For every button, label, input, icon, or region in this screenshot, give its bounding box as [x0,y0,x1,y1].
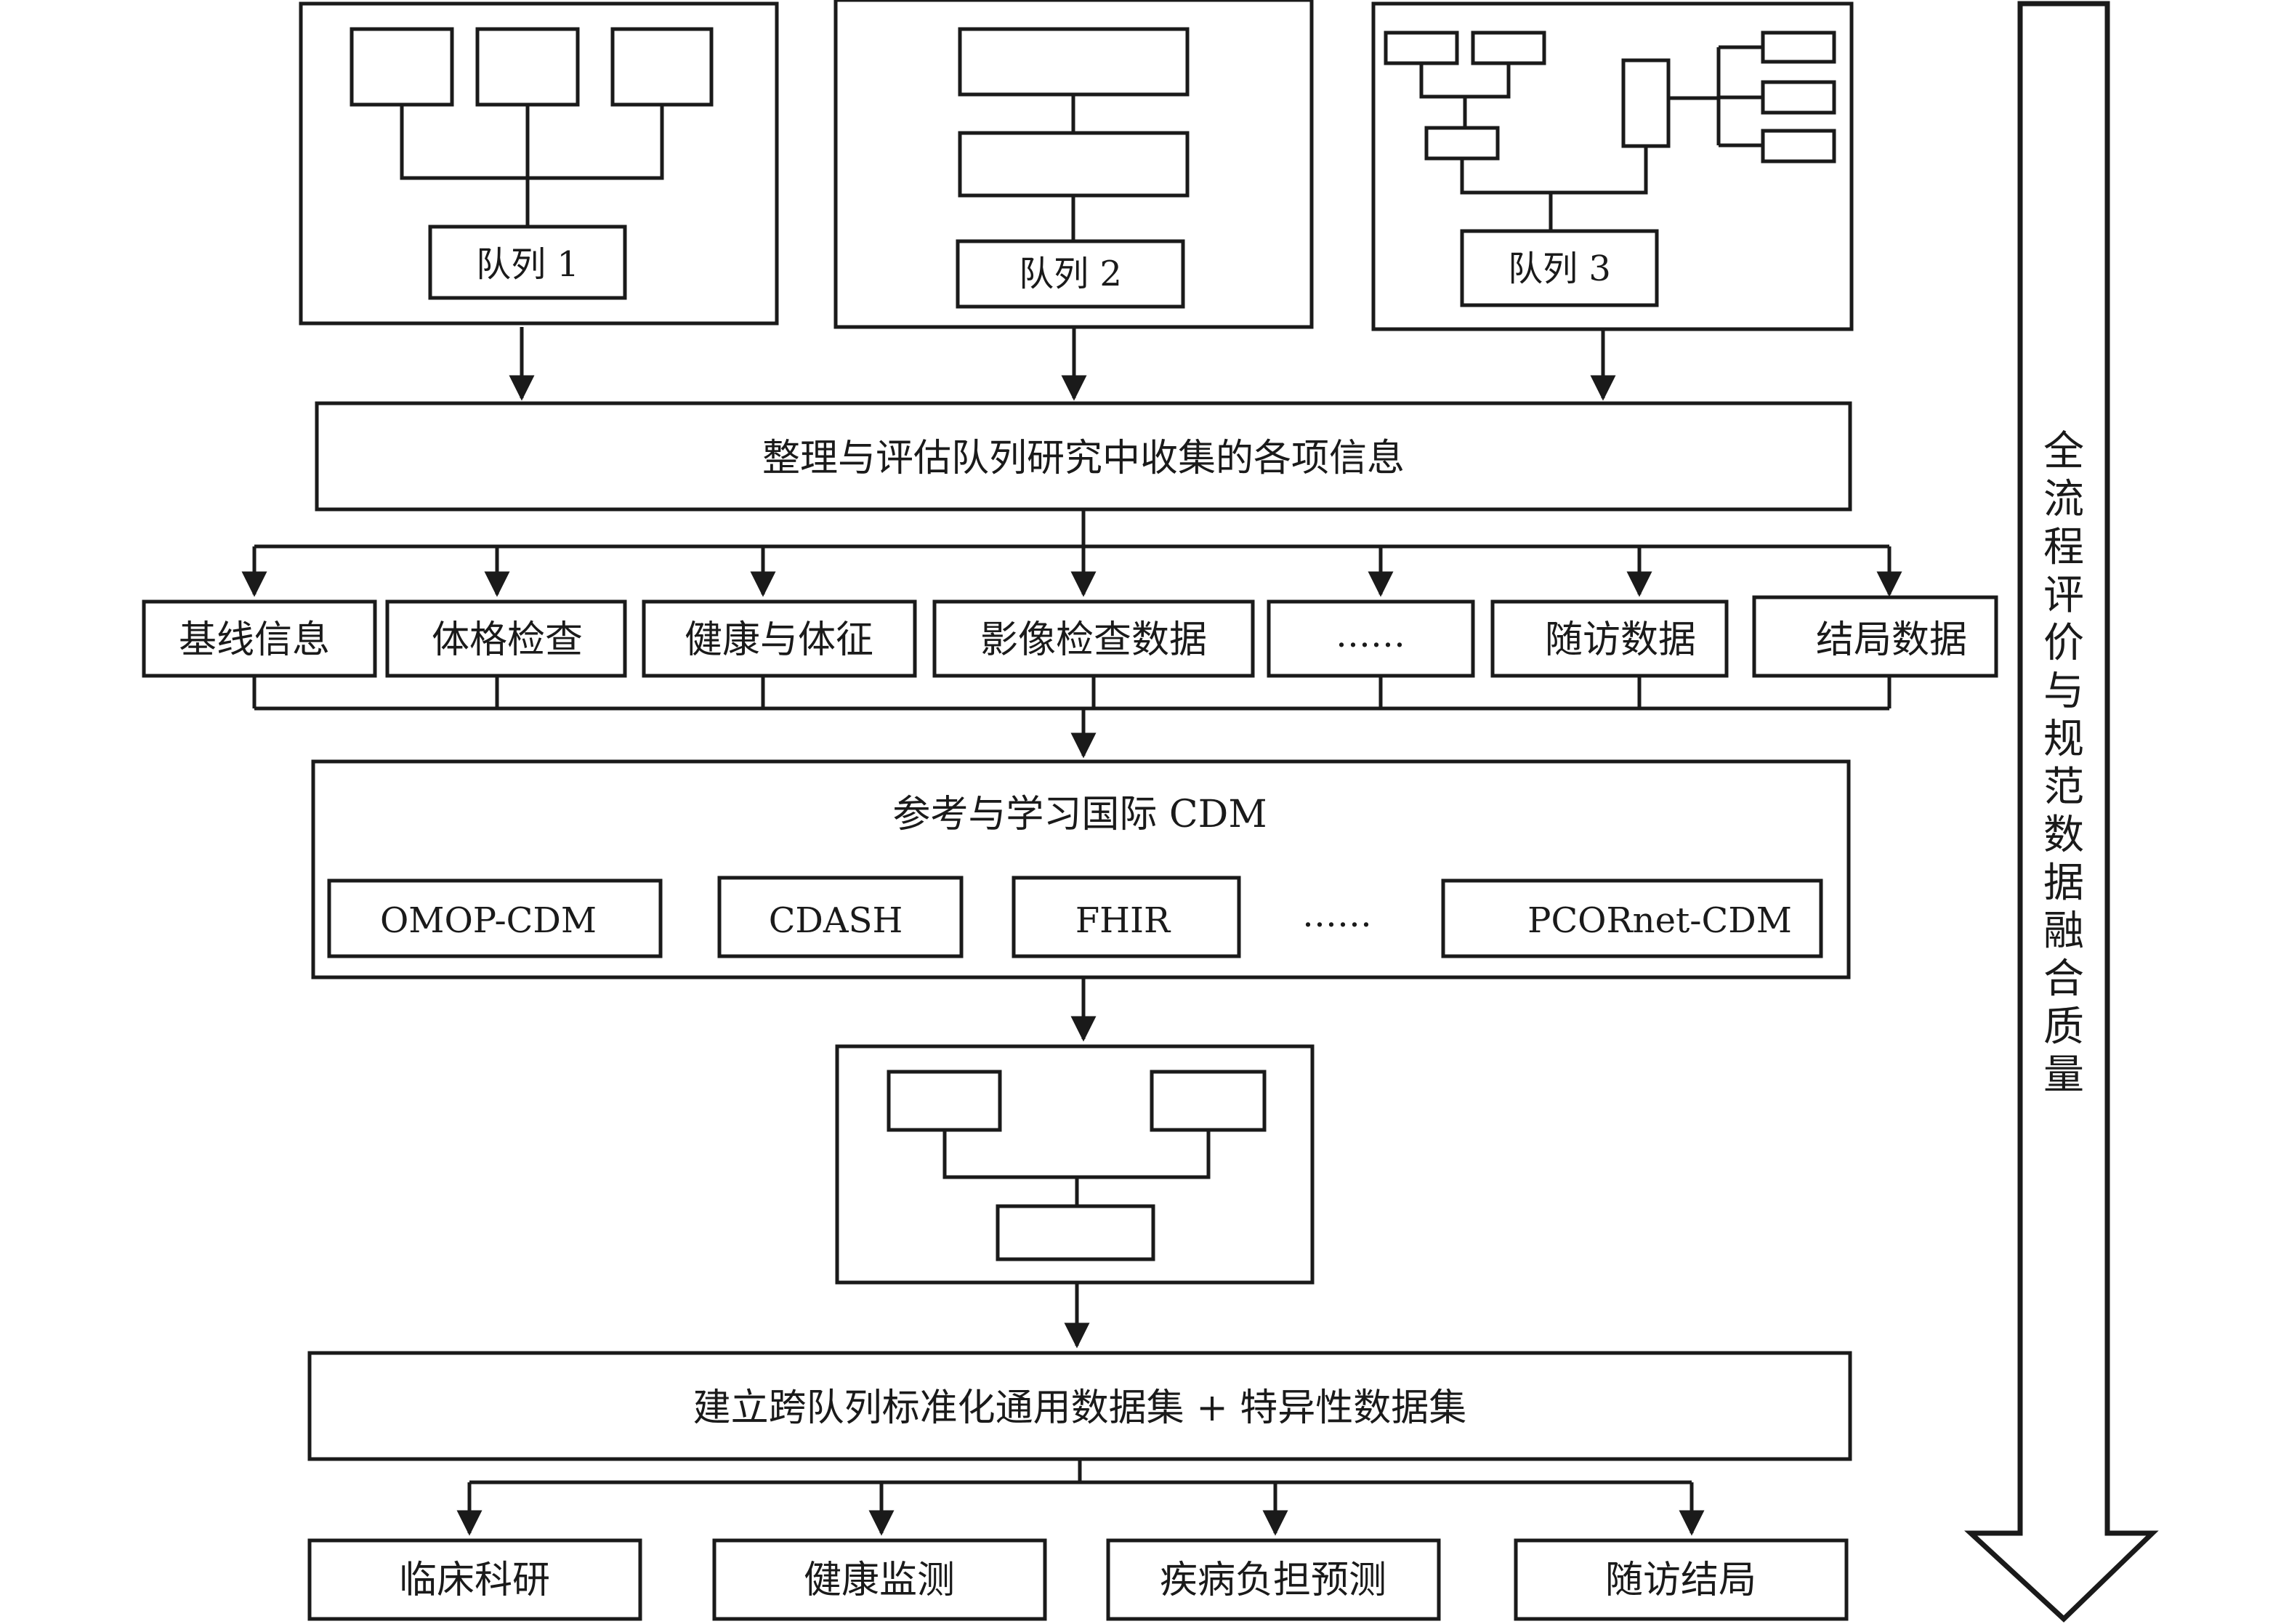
category-baseline [142,599,377,678]
category-outcome-label: 结局数据 [1816,618,1967,662]
cohort-2-node [956,239,1185,309]
application-disease-burden [1106,1538,1441,1621]
cohort-3-label: 队列 3 [1508,249,1611,289]
model-fhir-label: FHIR [1075,900,1171,941]
quality-side-char: 融 [2043,908,2084,955]
application-clinical-research [307,1538,642,1621]
quality-side-char: 全 [2043,428,2084,475]
application-health-monitoring [712,1538,1047,1621]
application-disease-burden-label: 疾病负担预测 [1160,1559,1386,1602]
quality-side-char: 数 [2043,812,2084,859]
cohort-1-label: 队列 1 [476,244,579,285]
model-omop-label: OMOP-CDM [380,900,597,941]
quality-side-char: 评 [2043,572,2084,619]
category-outcome [1752,595,1998,678]
application-row: 临床科研 健康监测 疾病负担预测 随访结局 [307,1538,1849,1621]
cohort-2-label: 队列 2 [1019,254,1122,294]
category-ellipsis [1267,599,1475,678]
category-followup [1490,599,1729,678]
application-followup-outcome [1514,1538,1849,1621]
quality-side-char: 流 [2043,476,2084,523]
model-fhir [1012,876,1241,958]
quality-side-label: 全流程评价与规范数据融合质量 [2043,428,2084,1099]
cohort-1-node [428,225,627,300]
quality-side-char: 程 [2043,524,2084,571]
quality-side-char: 范 [2043,764,2084,811]
category-physical-exam-label: 体格检查 [432,618,583,662]
quality-side-char: 据 [2043,860,2084,907]
category-physical-exam [385,599,627,678]
application-clinical-research-label: 临床科研 [399,1559,550,1602]
application-health-monitoring-label: 健康监测 [804,1559,955,1602]
category-imaging-label: 影像检查数据 [980,618,1207,662]
quality-side-char: 规 [2043,716,2084,763]
application-followup-outcome-label: 随访结局 [1605,1559,1756,1602]
cdm-model-row: OMOP-CDM CDASH FHIR …… PCORnet-CDM [327,876,1823,958]
cohort-2-panel: 队列 2 [833,0,1314,329]
quality-side-char: 量 [2043,1051,2084,1099]
cohort-3-node [1460,229,1659,307]
organize-label: 整理与评估队列研究中收集的各项信息 [762,437,1405,480]
quality-side-char: 价 [2043,620,2084,667]
dataset-label: 建立跨队列标准化通用数据集 + 特异性数据集 [693,1386,1467,1430]
info-category-row: 基线信息 体格检查 健康与体征 影像检查数据 …… 随访数据 结局数据 [142,595,1998,678]
model-pcornet-label: PCORnet-CDM [1527,900,1792,941]
organize-box [315,401,1852,512]
model-cdash [717,876,964,958]
category-health-signs-label: 健康与体征 [685,618,873,662]
quality-side-arrow: 全流程评价与规范数据融合质量 [1964,1,2159,1623]
cohort-3-panel: 队列 3 [1371,1,1854,331]
collection-bus [252,676,1892,711]
category-health-signs [642,599,917,678]
application-bus [469,1459,1692,1484]
model-pcornet [1441,878,1823,958]
quality-side-char: 质 [2043,1003,2084,1051]
category-followup-label: 随访数据 [1545,618,1696,662]
model-ellipsis-label: …… [1302,894,1372,935]
cohort-1-panel: 队列 1 [299,1,779,326]
unified-model-panel [835,1044,1315,1285]
category-baseline-label: 基线信息 [179,618,330,662]
model-omop [327,878,663,958]
category-imaging [932,599,1255,678]
quality-side-char: 合 [2043,956,2084,1003]
quality-side-char: 与 [2043,668,2084,715]
category-ellipsis-label: …… [1336,615,1405,655]
model-cdash-label: CDASH [769,900,903,941]
cdm-title: 参考与学习国际 CDM [892,793,1267,836]
